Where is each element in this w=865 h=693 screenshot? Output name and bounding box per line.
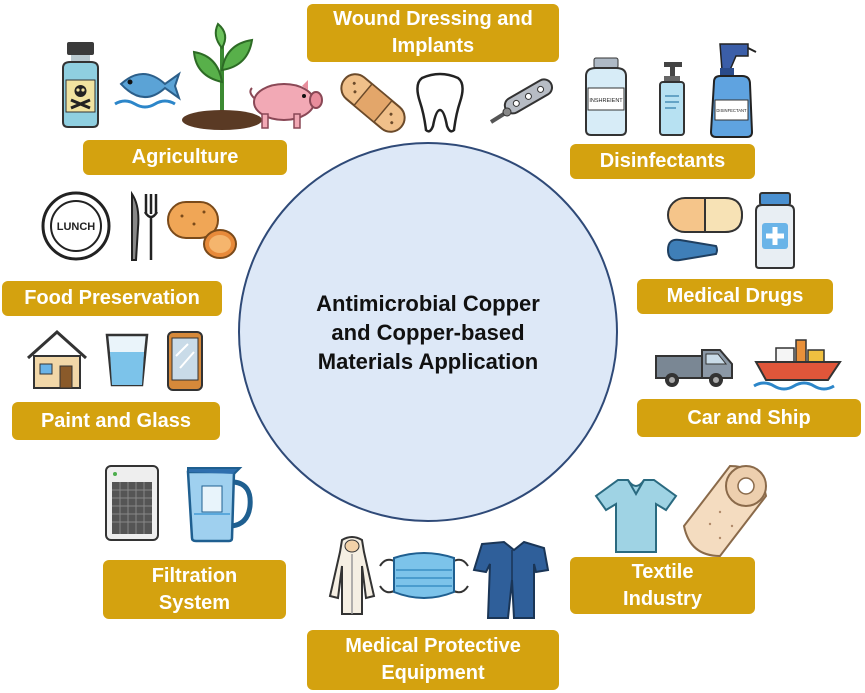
scrubs-icon [472,540,550,619]
badge-agriculture: Agriculture [83,140,287,175]
badge-medical-protective: Medical Protective Equipment [307,630,559,690]
spray-label-text: DISINFECTANT [716,108,747,113]
bone-plate-screw-icon [489,78,554,124]
fish-icon [114,71,181,109]
air-purifier-icon [105,465,159,541]
badge-car-ship: Car and Ship [637,399,861,437]
tooth-icon [416,72,464,133]
shirt-icon [594,479,678,553]
pig-icon [249,80,323,129]
glass-icon [105,333,149,387]
plant-soil-icon [182,22,262,130]
poison-bottle-icon [62,42,99,128]
medicine-bottle-icon [755,192,795,269]
knife-fork-icon [131,190,159,261]
smartphone-icon [167,331,203,391]
protective-suit-icon [328,536,376,615]
badge-filtration-system: Filtration System [103,560,286,619]
lunch-plate-icon: LUNCH [41,191,111,261]
bandage-icon [340,73,406,133]
bottle-label-text: INSHREIENT [589,98,623,104]
badge-wound-dressing: Wound Dressing and Implants [307,4,559,62]
house-icon [26,329,88,389]
badge-disinfectants: Disinfectants [570,144,755,179]
fabric-roll-icon [682,464,768,558]
truck-icon [655,349,733,387]
badge-paint-glass: Paint and Glass [12,402,220,440]
bottle-icon: INSHREIENT [585,57,627,136]
pill-icon [667,197,744,233]
badge-food-preservation: Food Preservation [2,281,222,316]
center-circle: Antimicrobial Copper and Copper-based Ma… [238,142,618,522]
badge-textile-industry: Textile Industry [570,557,755,614]
plate-label-text: LUNCH [57,221,96,233]
sausage-icon [167,201,237,259]
center-title: Antimicrobial Copper and Copper-based Ma… [316,290,540,374]
ship-icon [753,339,842,391]
face-mask-icon [379,552,469,599]
water-pitcher-icon [186,467,253,543]
pump-bottle-icon [659,62,685,136]
spray-bottle-icon: DISINFECTANT [709,43,757,138]
capsule-icon [666,238,718,262]
badge-medical-drugs: Medical Drugs [637,279,833,314]
